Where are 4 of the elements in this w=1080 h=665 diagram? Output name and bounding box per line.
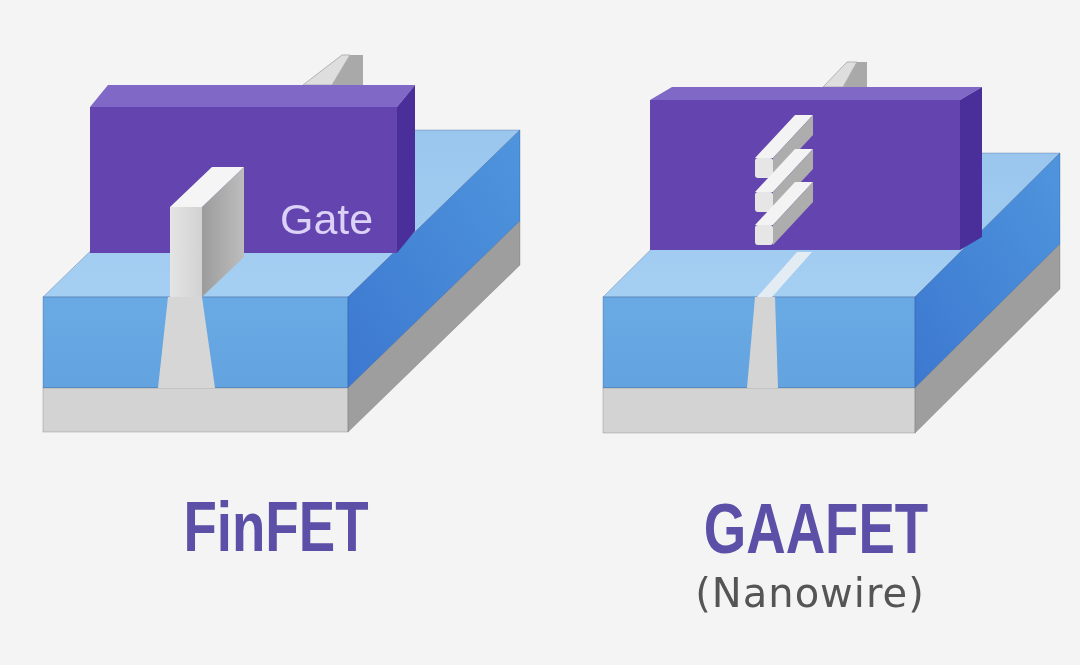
device-title: GAAFET — [703, 489, 929, 570]
device-subtitle: (Nanowire) — [695, 570, 925, 616]
device-title: FinFET — [183, 487, 369, 568]
gate-label: Gate — [280, 198, 374, 241]
